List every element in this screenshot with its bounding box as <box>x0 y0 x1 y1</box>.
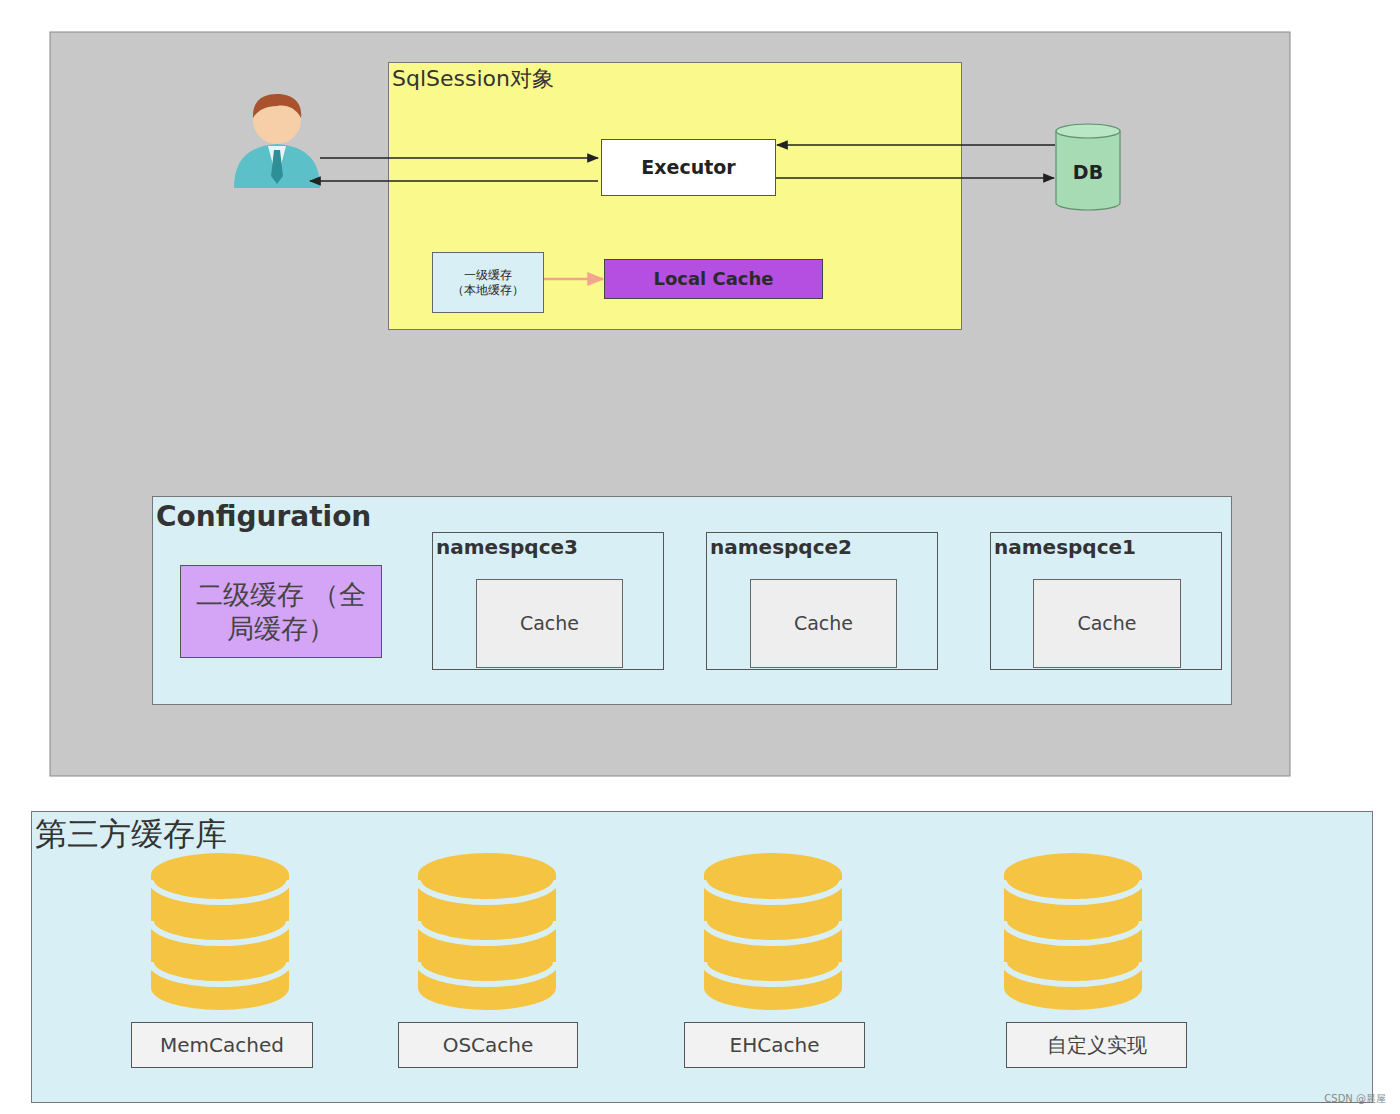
box-label: Local Cache <box>653 268 773 291</box>
cache-stack-icon <box>1004 853 1142 1010</box>
stack-top <box>1004 853 1142 897</box>
person-hair <box>253 94 301 118</box>
library-box: MemCached <box>131 1022 313 1068</box>
stack-gap <box>151 962 289 984</box>
session-box: SqlSession对象 Executor 一级缓存 （本地缓存） Local Cac… <box>388 62 962 330</box>
library-box: 自定义实现 <box>1006 1022 1187 1068</box>
cache-box: Cache <box>750 579 897 668</box>
cache-box: Cache <box>1033 579 1181 668</box>
local-cache-box: Local Cache <box>604 259 823 299</box>
cache-stacks <box>151 853 1142 1010</box>
cache-stack-icon <box>418 853 556 1010</box>
person-body <box>234 144 320 188</box>
outer-panel <box>50 32 1290 776</box>
second-level-cache-box: 二级缓存 （全局缓存） <box>180 565 382 658</box>
database-cylinder: DB <box>1055 123 1121 211</box>
box-label: DB <box>1073 161 1103 185</box>
box-label: 自定义实现 <box>1047 1033 1147 1058</box>
box-label: 二级缓存 （全局缓存） <box>195 578 367 646</box>
box-heading: SqlSession对象 <box>392 65 554 93</box>
library-box: EHCache <box>684 1022 865 1068</box>
box-label: Cache <box>1077 612 1136 636</box>
namespace-box: namespqce3Cache <box>432 532 664 670</box>
box-heading: 第三方缓存库 <box>35 814 227 854</box>
box-heading: namespqce3 <box>436 535 578 560</box>
cache-label-box: 一级缓存 （本地缓存） <box>432 252 544 313</box>
person-icon <box>234 94 320 188</box>
box-label: Cache <box>794 612 853 636</box>
executor-box: Executor <box>601 139 776 196</box>
cylinder-top <box>1056 124 1120 138</box>
box-label: MemCached <box>160 1033 284 1058</box>
stack-gap <box>1004 962 1142 984</box>
cache-stack-icon <box>151 853 289 1010</box>
connector-arrow <box>777 144 1055 146</box>
box-label: Cache <box>520 612 579 636</box>
connector-arrow <box>544 278 603 281</box>
stack-gap <box>151 921 289 943</box>
box-label: EHCache <box>730 1033 820 1058</box>
response-arrow <box>310 180 598 182</box>
box-heading: Configuration <box>156 499 371 534</box>
stack-top <box>704 853 842 897</box>
cache-stack-icon <box>704 853 842 1010</box>
stack-top <box>418 853 556 897</box>
stack-gap <box>418 962 556 984</box>
connector-arrow <box>776 177 1054 179</box>
box-label: Executor <box>641 156 735 180</box>
configuration-panel: Configuration二级缓存 （全局缓存）namespqce3Cachen… <box>152 496 1232 705</box>
box-label: 一级缓存 （本地缓存） <box>451 268 525 298</box>
library-box: OSCache <box>398 1022 578 1068</box>
stack-gap <box>704 921 842 943</box>
stack-gap <box>704 962 842 984</box>
box-label: OSCache <box>443 1033 534 1058</box>
box-heading: namespqce2 <box>710 535 852 560</box>
cache-box: Cache <box>476 579 623 668</box>
request-arrow <box>320 157 598 159</box>
cylinder-body <box>1056 131 1120 210</box>
watermark: CSDN @晨屋 <box>1324 1092 1386 1106</box>
namespace-box: namespqce2Cache <box>706 532 938 670</box>
stack-gap <box>1004 921 1142 943</box>
namespace-box: namespqce1Cache <box>990 532 1222 670</box>
stack-top <box>151 853 289 897</box>
box-heading: namespqce1 <box>994 535 1136 560</box>
person-tie <box>271 150 283 184</box>
stack-gap <box>418 921 556 943</box>
